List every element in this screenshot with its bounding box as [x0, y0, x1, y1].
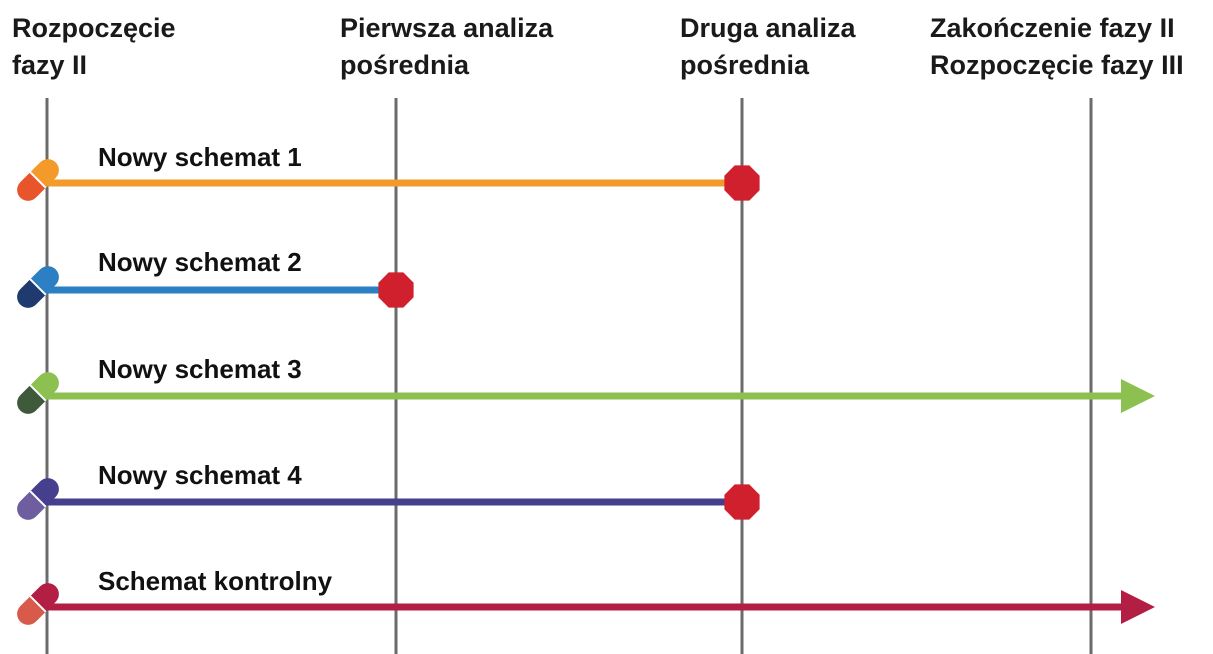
- capsule-icon: [17, 372, 59, 414]
- capsule-top-half: [30, 159, 59, 188]
- milestone-label-second-interim: Druga analiza pośrednia: [680, 10, 856, 84]
- arm-label-2: Nowy schemat 2: [98, 247, 302, 277]
- milestone-label-line2: pośrednia: [680, 50, 810, 80]
- capsule-bottom-half: [17, 596, 46, 625]
- capsule-top-half: [30, 583, 59, 612]
- capsule-divider: [29, 490, 47, 508]
- arm-label-3: Nowy schemat 3: [98, 354, 302, 384]
- milestone-label-line1: Zakończenie fazy II: [930, 13, 1175, 43]
- capsule-divider: [29, 278, 47, 296]
- milestone-label-line2: Rozpoczęcie fazy III: [930, 50, 1184, 80]
- milestone-label-line2: pośrednia: [340, 50, 470, 80]
- milestone-label-first-interim: Pierwsza analiza pośrednia: [340, 10, 553, 84]
- arm-label-4: Nowy schemat 4: [98, 460, 302, 490]
- capsule-bottom-half: [17, 279, 46, 308]
- capsule-divider: [29, 384, 47, 402]
- capsule-bottom-half: [17, 491, 46, 520]
- milestone-label-line2: fazy II: [12, 50, 88, 80]
- capsule-bottom-half: [17, 172, 46, 201]
- arrow-icon: [1121, 590, 1155, 624]
- stop-icon: [378, 272, 414, 308]
- milestone-label-line1: Rozpoczęcie: [12, 13, 176, 43]
- arm-label-1: Nowy schemat 1: [98, 142, 302, 172]
- arrow-icon: [1121, 379, 1155, 413]
- capsule-top-half: [30, 266, 59, 295]
- stop-icon: [724, 165, 760, 201]
- milestone-label-phase2-start: Rozpoczęcie fazy II: [12, 10, 176, 84]
- capsule-icon: [17, 266, 59, 308]
- capsule-divider: [29, 595, 47, 613]
- capsule-icon: [17, 478, 59, 520]
- arm-label-control: Schemat kontrolny: [98, 566, 333, 596]
- stop-icon: [724, 484, 760, 520]
- milestone-label-line1: Druga analiza: [680, 13, 856, 43]
- milestone-label-phase2-end: Zakończenie fazy II Rozpoczęcie fazy III: [930, 10, 1184, 84]
- capsule-icon: [17, 583, 59, 625]
- capsule-icon: [17, 159, 59, 201]
- capsule-divider: [29, 171, 47, 189]
- capsule-bottom-half: [17, 385, 46, 414]
- capsule-top-half: [30, 372, 59, 401]
- milestone-label-line1: Pierwsza analiza: [340, 13, 554, 43]
- capsule-top-half: [30, 478, 59, 507]
